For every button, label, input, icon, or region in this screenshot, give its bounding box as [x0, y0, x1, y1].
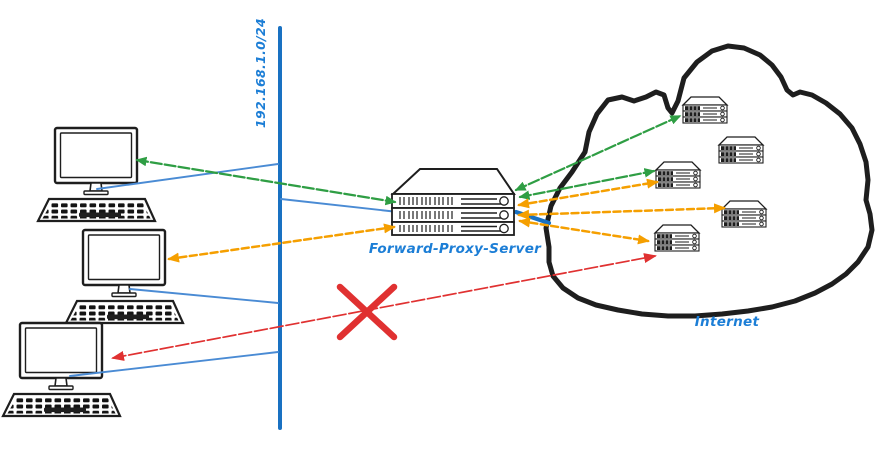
internet-cloud-icon — [543, 43, 875, 319]
web-server-1-icon — [682, 96, 728, 124]
lan-link-proxy — [280, 198, 399, 213]
client-computer-2-icon — [64, 228, 185, 325]
client-computer-1-icon — [36, 126, 157, 223]
red-arrow-client3-server5-blocked — [111, 253, 657, 361]
web-server-5-icon — [654, 224, 700, 252]
orange-arrow-proxy-server4 — [517, 203, 726, 220]
web-server-4-icon — [721, 200, 767, 228]
blocked-x-icon — [336, 283, 398, 341]
orange-arrow-proxy-server5 — [518, 217, 650, 245]
web-server-3-icon — [655, 161, 701, 189]
orange-arrow-proxy-server3 — [517, 178, 659, 209]
blocked-x-stroke-2 — [336, 283, 398, 341]
proxy-label: Forward-Proxy-Server — [369, 241, 542, 257]
internet-label: Internet — [695, 314, 760, 330]
traffic-arrows — [111, 114, 726, 361]
subnet-label: 192.168.1.0/24 — [253, 18, 268, 128]
web-server-2-icon — [718, 136, 764, 164]
forward-proxy-server-icon — [390, 168, 516, 236]
client-computer-3-icon — [1, 321, 122, 418]
green-arrow-client1-proxy — [135, 156, 397, 206]
